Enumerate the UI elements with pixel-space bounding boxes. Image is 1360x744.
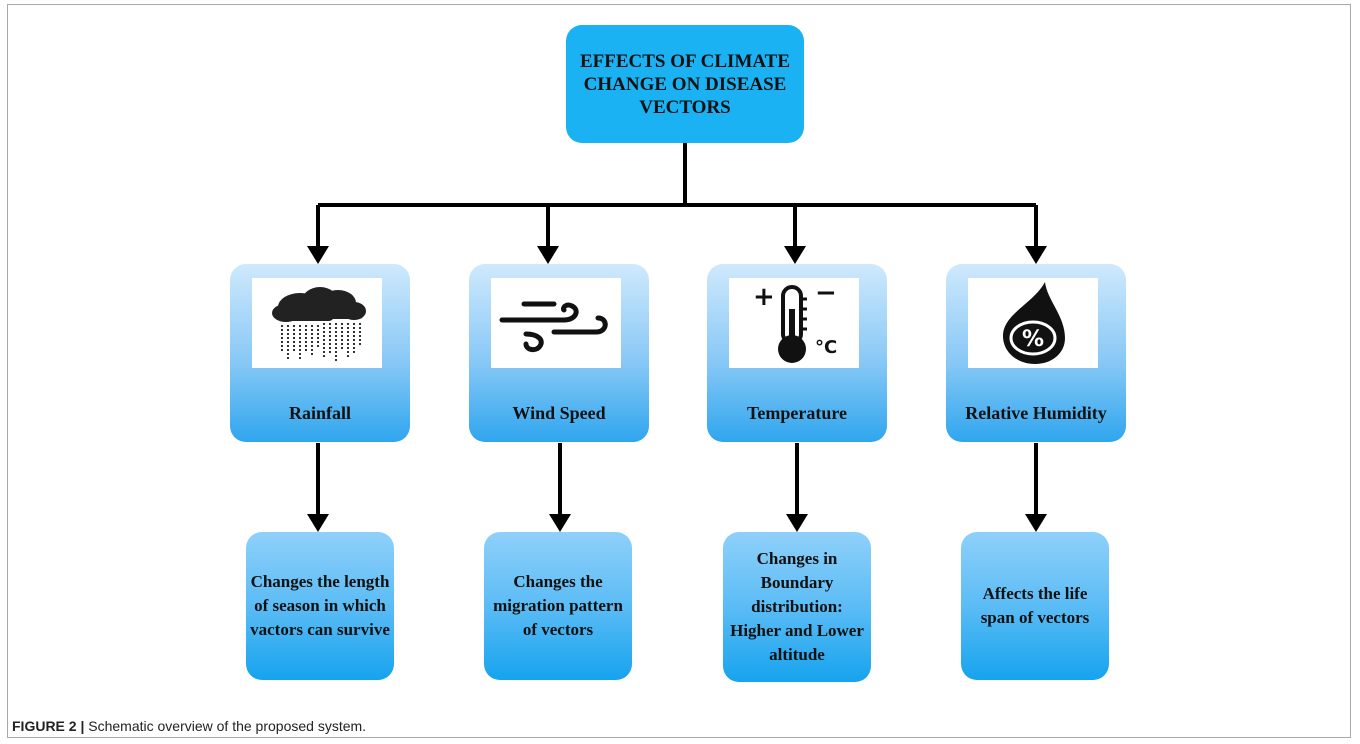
effect-text: Changes in Boundary distribution: Higher… <box>730 549 864 664</box>
factor-label: Rainfall <box>288 403 351 423</box>
arrowhead <box>537 246 559 264</box>
factor-label: Relative Humidity <box>965 403 1107 423</box>
arrowhead <box>307 514 329 532</box>
arrowhead <box>307 246 329 264</box>
arrowhead <box>1025 246 1047 264</box>
factor-node-rainfall: Rainfall <box>230 264 410 442</box>
arrows-to-factors <box>316 205 1038 250</box>
wind-icon <box>491 278 621 368</box>
minus-sign: − <box>815 279 837 308</box>
factor-node-wind-speed: Wind Speed <box>469 264 649 442</box>
effect-node-rainfall: Changes the length of season in which va… <box>246 532 394 680</box>
effect-text: Changes the length of season in which va… <box>250 572 390 639</box>
factor-node-relative-humidity: % Relative Humidity <box>946 264 1126 442</box>
percent-sign: % <box>1022 327 1044 352</box>
arrowhead <box>549 514 571 532</box>
arrows-to-effects <box>316 443 1038 518</box>
arrowhead <box>784 246 806 264</box>
effect-node-temperature: Changes in Boundary distribution: Higher… <box>723 532 871 682</box>
figure-caption: FIGURE 2 | Schematic overview of the pro… <box>12 718 366 734</box>
root-label: EFFECTS OF CLIMATE CHANGE ON DISEASE VEC… <box>579 50 791 118</box>
plus-sign: + <box>753 282 775 312</box>
figure-number: FIGURE 2 | <box>12 718 85 734</box>
effect-text: Changes the migration pattern of vectors <box>493 572 623 639</box>
arrowhead <box>786 514 808 532</box>
effect-node-wind-speed: Changes the migration pattern of vectors <box>484 532 632 680</box>
factor-label: Wind Speed <box>512 403 606 423</box>
factor-node-temperature: + − °C Temperature <box>707 264 887 442</box>
root-node: EFFECTS OF CLIMATE CHANGE ON DISEASE VEC… <box>566 25 804 143</box>
humidity-drop-icon: % <box>968 278 1098 368</box>
arrowhead <box>1025 514 1047 532</box>
factor-label: Temperature <box>747 403 847 423</box>
celsius-unit: °C <box>815 337 837 358</box>
effect-text: Affects the life span of vectors <box>980 584 1090 627</box>
thermometer-icon: + − °C <box>729 278 859 368</box>
effect-node-relative-humidity: Affects the life span of vectors <box>961 532 1109 680</box>
caption-text: Schematic overview of the proposed syste… <box>84 718 367 734</box>
rain-cloud-icon <box>252 278 382 368</box>
